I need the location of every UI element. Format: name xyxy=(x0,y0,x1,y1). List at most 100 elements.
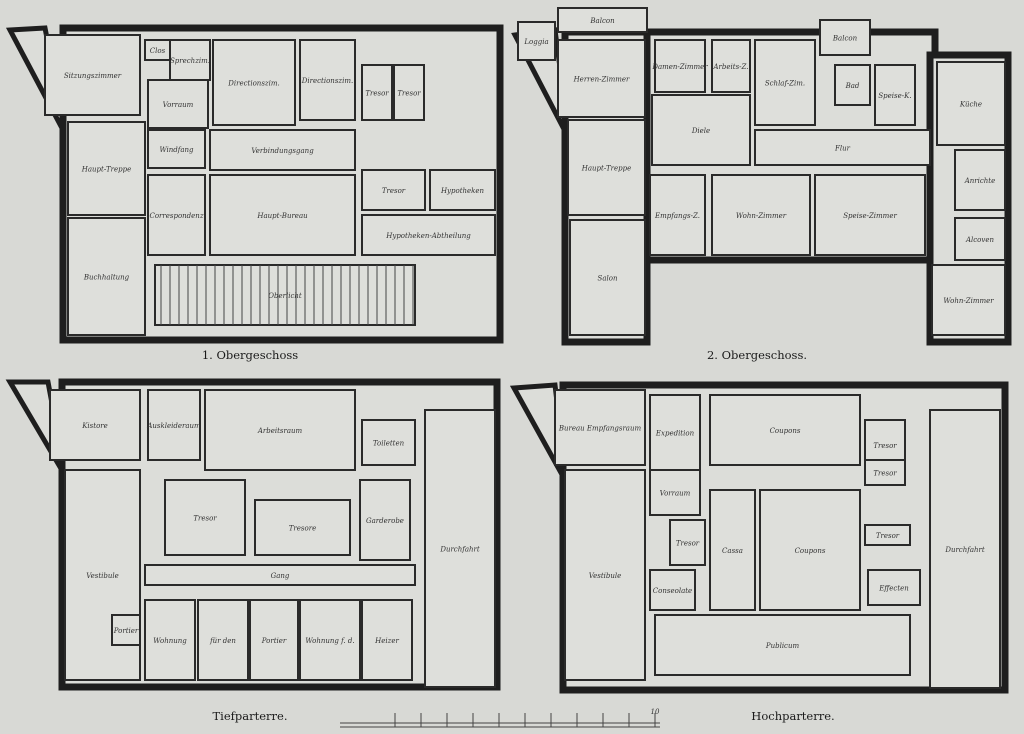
room xyxy=(299,39,356,121)
room xyxy=(147,129,206,169)
room xyxy=(567,119,646,216)
room xyxy=(49,389,141,461)
room-label: Directionszim. xyxy=(227,80,279,88)
room-label: Cassa xyxy=(722,547,743,555)
room-label: Windfang xyxy=(159,146,194,154)
room xyxy=(711,174,811,256)
room xyxy=(147,174,206,256)
room xyxy=(759,489,861,611)
room-label: Correspondenz xyxy=(149,212,203,220)
room xyxy=(359,479,411,561)
room xyxy=(361,419,416,466)
room xyxy=(819,19,871,56)
scale-bar-end-label: 10 xyxy=(651,708,660,716)
room xyxy=(554,389,646,466)
room-label: Directionszim. xyxy=(301,77,353,85)
room xyxy=(67,217,146,336)
room xyxy=(254,499,351,556)
room-label: Flur xyxy=(834,145,851,153)
room-label: Salon xyxy=(598,275,618,283)
room-label: Loggia xyxy=(523,38,548,46)
room-label: Empfangs-Z. xyxy=(654,212,700,220)
room-label: Tresor xyxy=(873,442,897,450)
room xyxy=(147,79,209,129)
plan-1-obergeschoss: SitzungszimmerClosSprechzim.VorraumDirec… xyxy=(5,24,504,362)
room-label: Schlaf-Zim. xyxy=(765,80,805,88)
room xyxy=(954,217,1006,261)
room-label: Coupons xyxy=(770,427,801,435)
room-label: Buchhaltung xyxy=(83,274,130,282)
room xyxy=(249,599,299,681)
plan-title: Hochparterre. xyxy=(751,709,834,723)
room-label: Kistore xyxy=(81,422,108,430)
room xyxy=(209,174,356,256)
room-label: Wohnung xyxy=(153,637,187,645)
room-label: Wohn-Zimmer xyxy=(943,297,994,305)
room-label: Toiletten xyxy=(373,440,405,448)
room xyxy=(864,459,906,486)
room xyxy=(669,519,706,566)
room-label: Hypotheken xyxy=(440,187,485,195)
room xyxy=(711,39,751,93)
room-label: Conseolate xyxy=(653,587,692,595)
room xyxy=(709,489,756,611)
room xyxy=(954,149,1006,211)
room xyxy=(204,389,356,471)
room xyxy=(144,564,416,586)
room xyxy=(649,174,706,256)
room xyxy=(569,219,646,336)
room xyxy=(874,64,916,126)
room xyxy=(864,524,911,546)
room-label: Hypotheken-Abtheilung xyxy=(385,232,471,240)
room xyxy=(361,64,393,121)
room xyxy=(67,121,146,216)
room-label: Bad xyxy=(845,82,860,90)
room xyxy=(197,599,249,681)
room-label: Tresor xyxy=(397,90,421,98)
room xyxy=(931,264,1006,336)
room xyxy=(361,599,413,681)
room xyxy=(564,469,646,681)
room-label: Vorraum xyxy=(163,101,194,109)
room xyxy=(649,569,696,611)
room xyxy=(111,614,141,646)
scale-bar xyxy=(340,722,660,728)
room xyxy=(709,394,861,466)
plan-title: 1. Obergeschoss xyxy=(202,348,298,362)
room xyxy=(361,214,496,256)
room xyxy=(814,174,926,256)
room-label: Küche xyxy=(959,101,982,109)
room xyxy=(144,599,196,681)
plan-title: 2. Obergeschoss. xyxy=(707,348,807,362)
room-label: Publicum xyxy=(765,642,800,650)
room-label: Tresore xyxy=(289,525,316,533)
room-label: Arbeitsraum xyxy=(257,427,303,435)
room xyxy=(834,64,871,106)
room xyxy=(754,129,931,166)
room-label: Balcon xyxy=(832,35,858,43)
room-label: für den xyxy=(209,637,236,645)
room-label: Tresor xyxy=(365,90,389,98)
room xyxy=(649,469,701,516)
room-label: Tresor xyxy=(676,540,700,548)
room-label: Effecten xyxy=(878,585,909,593)
room xyxy=(147,389,201,461)
room-label: Speise-Zimmer xyxy=(843,212,897,220)
room xyxy=(209,129,356,171)
room xyxy=(429,169,496,211)
room xyxy=(649,394,701,471)
room-label: Tresor xyxy=(193,515,217,523)
room-label: Speise-K. xyxy=(878,92,911,100)
room xyxy=(557,39,646,118)
room xyxy=(557,7,648,33)
room-label: Verbindungsgang xyxy=(251,147,314,155)
room-label: Anrichte xyxy=(964,177,996,185)
room xyxy=(936,61,1006,146)
room-label: Diele xyxy=(691,127,710,135)
room xyxy=(361,169,426,211)
room-label: Portier xyxy=(113,627,139,635)
room xyxy=(154,264,416,326)
room xyxy=(929,409,1001,689)
